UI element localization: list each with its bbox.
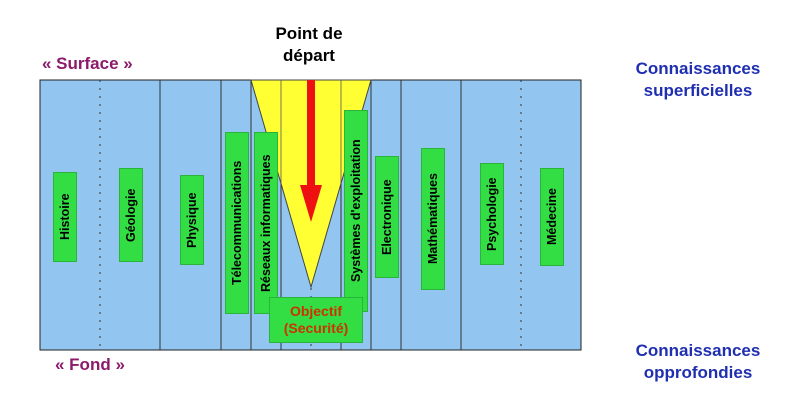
cone-inner-dividers [280, 80, 342, 183]
starting-point-line2: départ [283, 46, 335, 65]
field-electronique: Electronique [375, 156, 399, 278]
deep-knowledge-line1: Connaissances [635, 341, 761, 360]
field-telecommunications: Télecommunications [225, 132, 249, 314]
field-histoire: Histoire [53, 172, 77, 262]
goal-box: Objectif (Securité) [269, 297, 363, 343]
field-medecine: Médecine [540, 168, 564, 266]
field-mathematiques: Mathématiques [421, 148, 445, 290]
superficial-knowledge-line1: Connaissances [635, 59, 761, 78]
field-reseaux-informatiques: Réseaux informatiques [254, 132, 278, 314]
goal-line2: (Securité) [283, 320, 349, 336]
superficial-knowledge-label: Connaissances superficielles [618, 58, 778, 102]
starting-point-line1: Point de [275, 24, 343, 43]
field-physique: Physique [180, 175, 204, 265]
goal-line1: Objectif [289, 303, 343, 319]
superficial-knowledge-line2: superficielles [643, 81, 753, 100]
deep-knowledge-label: Connaissances opprofondies [618, 340, 778, 384]
fond-label: « Fond » [55, 355, 125, 374]
deep-knowledge-line2: opprofondies [643, 363, 753, 382]
surface-label: « Surface » [42, 54, 133, 73]
field-psychologie: Psychologie [480, 163, 504, 265]
field-geologie: Géologie [119, 168, 143, 262]
starting-point-label: Point de départ [249, 23, 369, 67]
field-systemes-exploitation: Systèmes d'exploitation [344, 110, 368, 312]
arrow-head [300, 185, 322, 222]
arrow-shaft [307, 80, 315, 190]
